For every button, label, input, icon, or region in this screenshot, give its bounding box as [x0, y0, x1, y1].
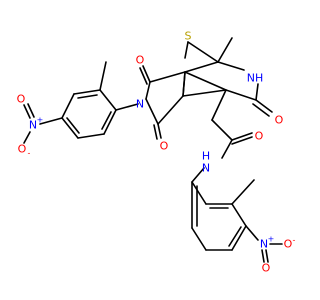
nitro-group-2: N + O O -: [260, 235, 296, 275]
sulfur-atom-label: S: [185, 30, 192, 43]
nitro-group-1: N + O O -: [17, 93, 44, 158]
amide-oxygen-label: O: [255, 130, 264, 143]
imide-nitrogen-label: N: [136, 98, 144, 111]
molecule-drawing: S NH O O O N O H N N + O O - N + O O -: [17, 30, 296, 275]
nitro2-plus-charge: +: [268, 235, 275, 244]
nitro1-minus-charge: -: [28, 149, 31, 158]
nitro2-nitrogen-label: N: [260, 238, 268, 251]
amide-h-label: H: [202, 150, 210, 163]
nitro1-plus-charge: +: [37, 116, 44, 125]
nitro1-nitrogen-label: N: [29, 119, 37, 132]
lactam-nh-label: NH: [247, 72, 264, 85]
amide-nitrogen-label: N: [202, 162, 210, 175]
nitro2-oxygen-single-label: O: [284, 238, 293, 251]
molecule-structure: S NH O O O N O H N N + O O - N + O O -: [17, 30, 296, 275]
imide-oxygen-bottom-label: O: [160, 140, 169, 153]
nitro2-minus-charge: -: [293, 236, 296, 245]
nitro1-oxygen-single-label: O: [18, 143, 27, 156]
lactam-oxygen-label: O: [275, 114, 284, 127]
nitro1-oxygen-double-label: O: [17, 93, 26, 106]
bond-skeleton: [23, 37, 283, 263]
nitro2-oxygen-double-label: O: [262, 262, 271, 275]
imide-oxygen-top-label: O: [136, 54, 145, 67]
